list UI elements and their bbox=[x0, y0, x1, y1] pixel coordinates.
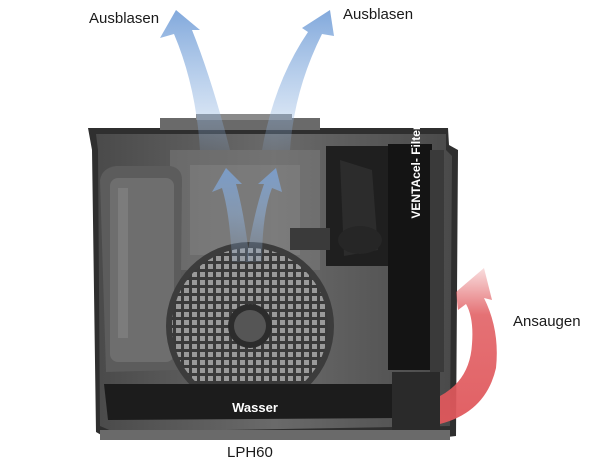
device-base bbox=[100, 430, 450, 440]
water-tank bbox=[100, 166, 182, 372]
filter-cartridge bbox=[388, 144, 444, 372]
fan-motor bbox=[290, 146, 396, 266]
inner-airflow-right bbox=[246, 168, 282, 262]
intake-arrow bbox=[440, 268, 497, 424]
evaporator-disc bbox=[166, 242, 334, 410]
inner-airflow-left bbox=[212, 168, 250, 262]
exhaust-label-right: Ausblasen bbox=[343, 6, 414, 23]
filter-label: VENTAcel- Filter bbox=[409, 125, 423, 219]
intake-label: Ansaugen bbox=[513, 313, 581, 330]
exhaust-arrow-right bbox=[262, 10, 334, 150]
water-tray bbox=[104, 372, 440, 430]
exhaust-arrow-left bbox=[160, 10, 230, 150]
water-label: Wasser bbox=[232, 400, 278, 415]
model-label: LPH60 bbox=[227, 444, 273, 461]
exhaust-label-left: Ausblasen bbox=[89, 10, 160, 27]
